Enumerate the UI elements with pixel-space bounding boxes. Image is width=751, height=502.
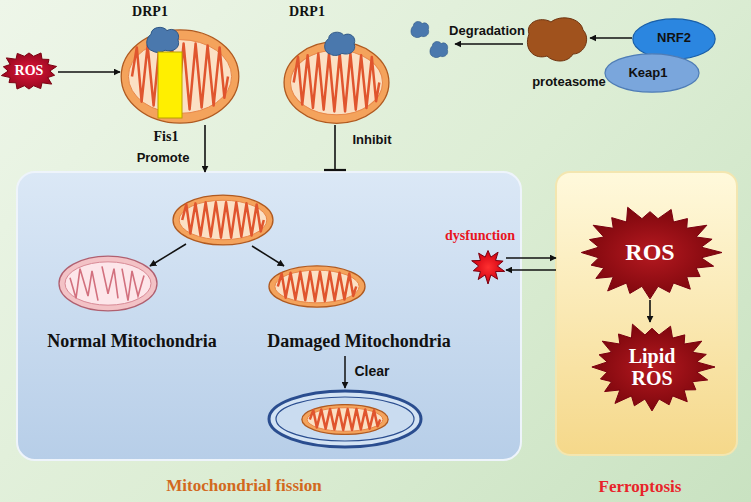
node-label: Keap1 — [628, 66, 667, 80]
split-arrow — [252, 246, 284, 266]
diagram-node: DRP1 — [283, 20, 455, 125]
diagram-node: Keap1 — [604, 53, 700, 93]
ferroptosis-panel-bg — [556, 172, 737, 455]
free-label: Clear — [354, 364, 389, 379]
illustration-shape — [283, 20, 455, 125]
diagram-node: ROS — [578, 205, 722, 300]
engulfed-mitochondrion — [302, 405, 388, 435]
fission-panel-bg — [17, 172, 521, 460]
inhibit-connector — [324, 125, 346, 170]
clear-arrow — [344, 356, 346, 388]
diagram-node: Damaged Mitochondria — [268, 265, 366, 308]
diagram-node: Lipid ROS — [589, 322, 715, 412]
arrow-connector — [205, 125, 206, 172]
illustration-shape — [120, 28, 240, 125]
node-label: Fis1 — [154, 129, 179, 144]
diagram-node: ROS — [0, 50, 58, 92]
illustration-shape — [58, 255, 158, 312]
arrow-connector — [58, 72, 120, 73]
arrow-connector — [506, 258, 556, 259]
diagram-node: Normal Mitochondria — [58, 255, 158, 312]
arrow-connector — [455, 44, 523, 45]
diagram-node: FerroptosisROSLipid ROS — [556, 172, 737, 455]
illustration-shape — [523, 14, 590, 64]
node-label: ROS — [15, 63, 44, 78]
edge-label: Promote — [137, 151, 190, 165]
arrow-connector — [590, 38, 632, 39]
diagram-node: DRP1Fis1 — [120, 28, 240, 125]
node-label: Mitochondrial fission — [166, 477, 321, 496]
illustration-shape — [268, 265, 366, 308]
node-label: proteasome — [532, 75, 606, 89]
node-label: Normal Mitochondria — [47, 332, 216, 352]
diagram-node: dysfunction — [470, 248, 506, 284]
edge-label: Inhibit — [353, 133, 392, 147]
parent-mitochondrion — [173, 195, 273, 245]
node-label: Ferroptosis — [599, 478, 682, 497]
arrow-connector — [506, 270, 556, 271]
diagram-node: proteasome — [523, 14, 590, 64]
node-label: dysfunction — [445, 228, 515, 243]
starburst — [470, 248, 506, 284]
autophagosome — [269, 391, 421, 447]
autophagosome-inner — [276, 397, 414, 441]
node-label: DRP1 — [132, 4, 168, 19]
node-label: Damaged Mitochondria — [267, 332, 451, 352]
node-label: ROS — [625, 239, 674, 265]
split-arrow — [150, 244, 186, 266]
edge-label: Degradation — [449, 24, 525, 38]
node-label: DRP1 — [289, 4, 325, 19]
arrow-connector — [650, 300, 651, 322]
node-label: NRF2 — [657, 31, 691, 45]
diagram-node: Mitochondrial fissionNormal Mitochondria… — [17, 172, 521, 460]
node-label: Lipid ROS — [612, 345, 692, 389]
